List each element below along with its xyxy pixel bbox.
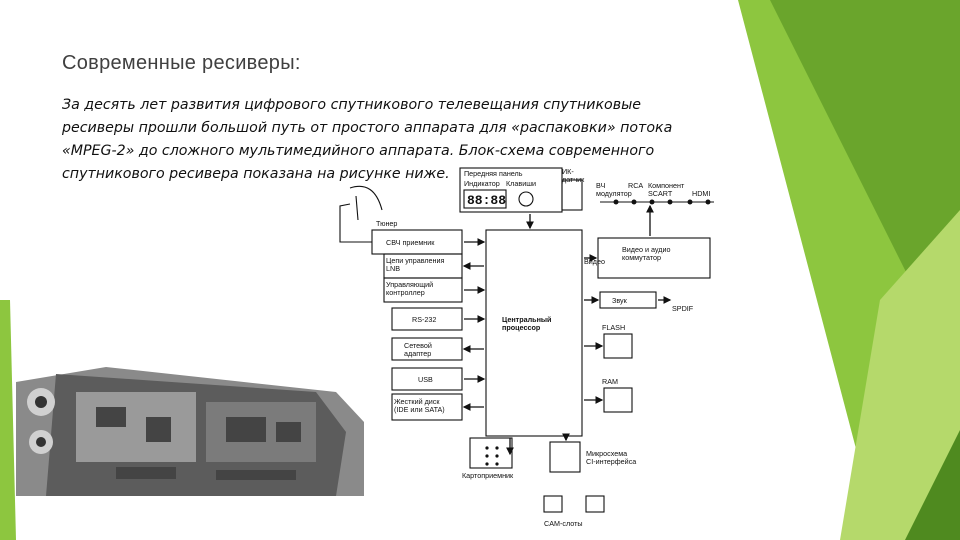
- label-sound: Звук: [612, 296, 628, 305]
- label-ram: RAM: [602, 377, 618, 386]
- cpu-box: [486, 230, 582, 436]
- receiver-board-photo: [16, 362, 364, 496]
- label-shf-receiver: СВЧ приемник: [386, 238, 435, 247]
- label-flash: FLASH: [602, 323, 625, 332]
- ram-chip: [604, 388, 632, 412]
- label-front-panel: Передняя панель: [464, 169, 523, 178]
- label-ir-sensor: ИК-датчик: [562, 167, 585, 184]
- label-usb: USB: [418, 375, 433, 384]
- card-reader-box: [470, 438, 512, 468]
- slide-title: Современные ресиверы:: [62, 52, 301, 75]
- label-rca: RCA: [628, 181, 643, 190]
- ci-chip: [550, 442, 580, 472]
- label-video: Видео: [584, 257, 605, 266]
- label-spdif: SPDIF: [672, 304, 694, 313]
- block-diagram: Передняя панель Индикатор Клавиши 88:88 …: [330, 166, 720, 538]
- label-hdd: Жесткий диск(IDE или SATA): [394, 397, 445, 414]
- label-display-digits: 88:88: [467, 193, 506, 208]
- label-tuner: Тюнер: [376, 219, 397, 228]
- sound-box: [600, 292, 656, 308]
- cam-slot-2: [586, 496, 604, 512]
- green-left-strip: [0, 300, 16, 540]
- label-keys: Клавиши: [506, 179, 536, 188]
- flash-chip: [604, 334, 632, 358]
- label-indicator: Индикатор: [464, 179, 500, 188]
- label-card-reader: Картоприемник: [462, 471, 514, 480]
- label-cam-slots: CAM-слоты: [544, 519, 583, 528]
- label-rs232: RS-232: [412, 315, 436, 324]
- label-scart: SCART: [648, 189, 673, 198]
- label-hdmi: HDMI: [692, 189, 710, 198]
- cam-slot-1: [544, 496, 562, 512]
